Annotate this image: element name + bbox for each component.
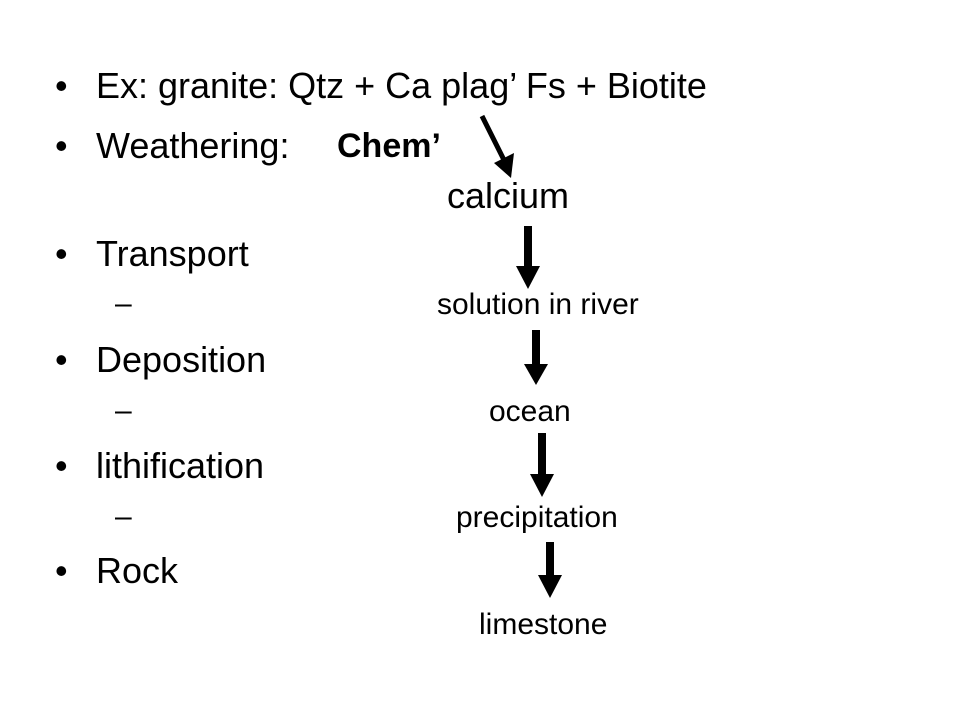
flow-step-ocean: ocean [489,395,571,428]
flow-step-limestone: limestone [479,608,608,641]
bullet-text-deposition: Deposition [96,339,267,380]
bullet-text-weathering: Weathering: [96,125,290,166]
sub-bullet-marker: – [115,287,132,320]
bullet-marker: • [55,233,68,274]
bullet-marker: • [55,125,68,166]
arrow-down-icon [516,226,540,289]
bullet-text-example: Ex: granite: Qtz + Ca plag’ Fs + Biotite [96,65,707,106]
bullet-text-lithification: lithification [96,445,265,486]
flow-step-calcium: calcium [447,175,570,216]
bullet-text-transport: Transport [96,233,249,274]
bullet-marker: • [55,65,68,106]
flow-step-solution-in-river: solution in river [437,288,639,321]
arrow-down-right-icon [479,114,514,178]
flow-step-precipitation: precipitation [456,501,618,534]
bullet-text-rock: Rock [96,550,179,591]
arrow-down-icon [530,433,554,497]
sub-bullet-marker: – [115,500,132,533]
bullet-marker: • [55,339,68,380]
arrow-down-icon [524,330,548,385]
sub-bullet-marker: – [115,394,132,427]
bullet-marker: • [55,550,68,591]
bullet-marker: • [55,445,68,486]
weathering-type-label: Chem’ [337,127,441,165]
arrow-down-icon [538,542,562,598]
